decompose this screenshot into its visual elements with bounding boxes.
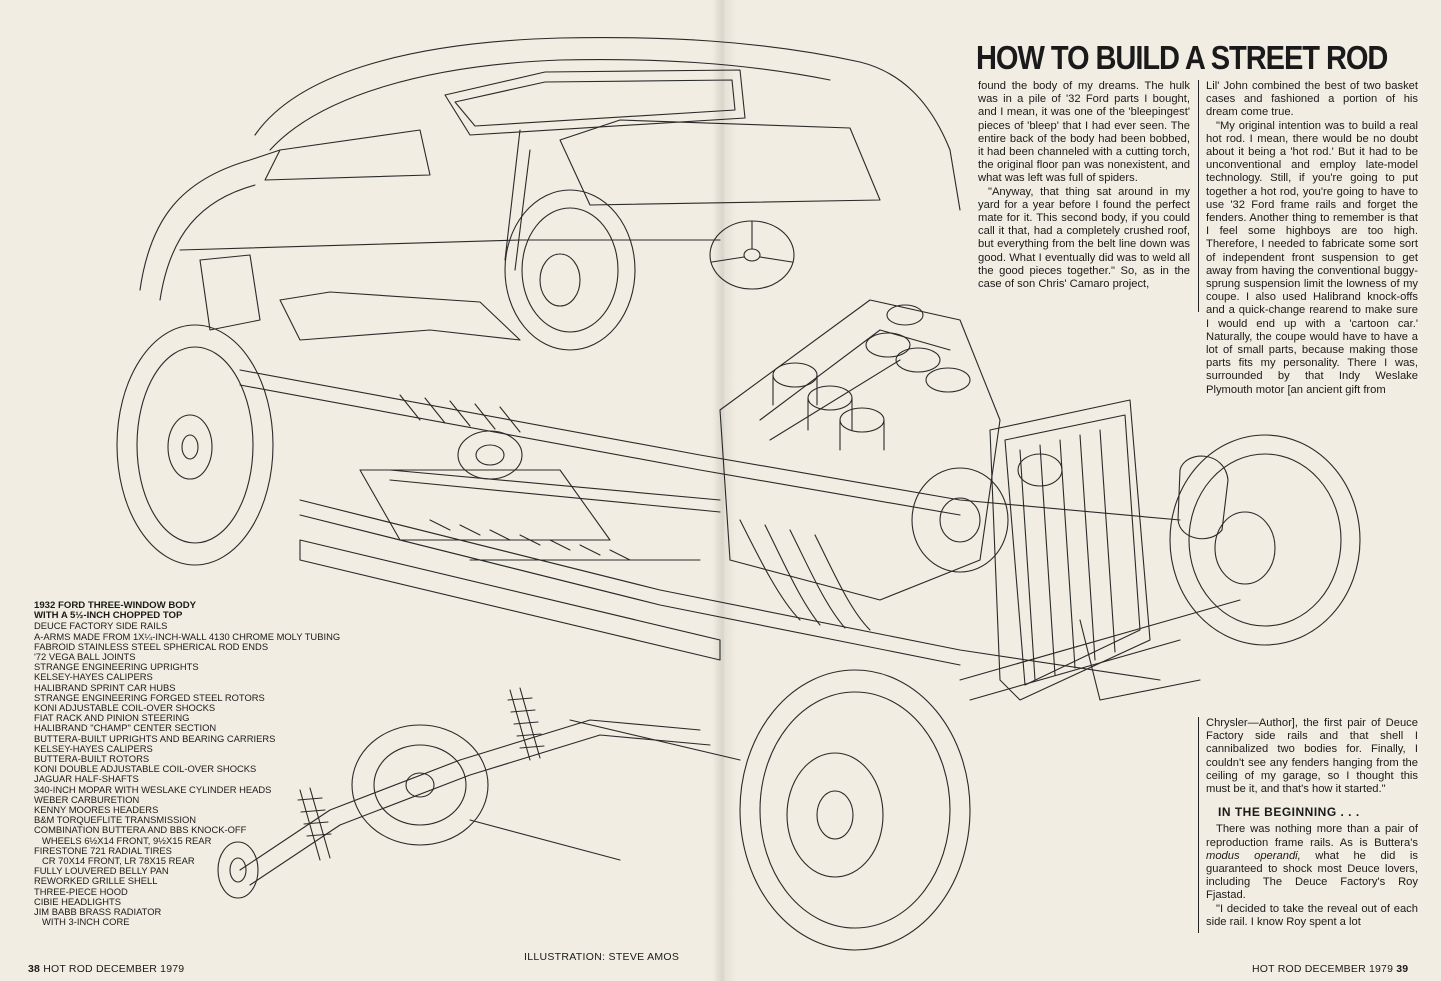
spec-list: 1932 FORD THREE-WINDOW BODY WITH A 5½-IN… xyxy=(34,600,374,928)
body-rear xyxy=(139,149,281,291)
trailing-link xyxy=(469,719,741,861)
rear-hub xyxy=(217,841,259,899)
spec-item: A-ARMS MADE FROM 1X¼-INCH-WALL 4130 CHRO… xyxy=(34,630,341,642)
fan-pulley xyxy=(911,467,1009,573)
spec-item: WEBER CARBURETION xyxy=(34,793,140,805)
body-rear-2 xyxy=(159,184,256,301)
grille-shell xyxy=(989,399,1151,701)
engine-block xyxy=(719,299,1001,601)
door-pillar xyxy=(504,129,531,271)
beltline xyxy=(179,239,721,251)
frame-rail-right-2 xyxy=(299,514,961,666)
spec-item: FULLY LOUVERED BELLY PAN xyxy=(34,865,169,877)
body-paragraph: "My original intention was to build a re… xyxy=(1206,119,1418,396)
spec-item: 340-INCH MOPAR WITH WESLAKE CYLINDER HEA… xyxy=(34,783,272,795)
page-gutter xyxy=(712,0,736,981)
spec-item: HALIBRAND SPRINT CAR HUBS xyxy=(34,681,176,693)
front-a-arms xyxy=(959,599,1241,701)
body-paragraph: "Anyway, that thing sat around in my yar… xyxy=(978,185,1190,291)
spec-item: '72 VEGA BALL JOINTS xyxy=(34,651,136,663)
spec-item: KONI ADJUSTABLE COIL-OVER SHOCKS xyxy=(34,702,216,714)
crossmember-2 xyxy=(359,469,611,541)
sunroof-inner xyxy=(454,79,736,127)
spec-item: DEUCE FACTORY SIDE RAILS xyxy=(34,620,168,632)
spec-item: JAGUAR HALF-SHAFTS xyxy=(34,773,139,785)
rear-axle-assembly xyxy=(239,719,701,871)
spec-item: KELSEY-HAYES CALIPERS xyxy=(34,671,153,683)
rear-window xyxy=(264,129,431,181)
spec-item: FABROID STAINLESS STEEL SPHERICAL ROD EN… xyxy=(34,640,269,652)
crossmember-1 xyxy=(279,291,521,341)
body-text: There was nothing more than a pair of re… xyxy=(1206,823,1418,849)
frame-rail-left-2 xyxy=(239,384,961,516)
body-column-2: Lil' John combined the best of two baske… xyxy=(1206,80,1418,397)
spec-item: COMBINATION BUTTERA AND BBS KNOCK-OFF xyxy=(34,824,247,836)
body-column-3: Chrysler—Author], the first pair of Deuc… xyxy=(1206,717,1418,929)
carburetor-1 xyxy=(772,362,818,388)
spec-item: BUTTERA-BUILT UPRIGHTS AND BEARING CARRI… xyxy=(34,732,276,744)
spec-title: WITH A 5½-INCH CHOPPED TOP xyxy=(34,610,183,622)
spec-item: HALIBRAND "CHAMP" CENTER SECTION xyxy=(34,722,217,734)
column-rule xyxy=(1198,80,1199,312)
headlight xyxy=(1177,455,1229,540)
front-wheel-far xyxy=(1169,434,1361,646)
spec-item: BUTTERA-BUILT ROTORS xyxy=(34,753,150,765)
body-text-italic: modus operandi, xyxy=(1206,849,1301,862)
rear-center-section xyxy=(351,724,489,846)
article-headline: HOW TO BUILD A STREET ROD xyxy=(976,39,1388,76)
rear-wheel-far xyxy=(504,189,636,351)
frame-rail-right xyxy=(299,499,1161,681)
body-roofline-inner xyxy=(269,58,831,151)
spec-item: STRANGE ENGINEERING UPRIGHTS xyxy=(34,661,199,673)
body-paragraph: Lil' John combined the best of two baske… xyxy=(1206,80,1418,119)
spec-item: KONI DOUBLE ADJUSTABLE COIL-OVER SHOCKS xyxy=(34,763,257,775)
section-subhead: IN THE BEGINNING . . . xyxy=(1218,805,1360,820)
spec-item: FIRESTONE 721 RADIAL TIRES xyxy=(34,844,172,856)
folio-left: 38 HOT ROD DECEMBER 1979 xyxy=(28,963,184,975)
belly-pan xyxy=(299,539,721,661)
spec-item: KELSEY-HAYES CALIPERS xyxy=(34,742,153,754)
spec-item: REWORKED GRILLE SHELL xyxy=(34,875,158,887)
body-paragraph: There was nothing more than a pair of re… xyxy=(1206,823,1418,902)
spec-item: FIAT RACK AND PINION STEERING xyxy=(34,712,190,724)
column-rule xyxy=(1198,717,1199,933)
front-wheel-near xyxy=(739,669,971,951)
differential xyxy=(457,430,523,480)
illustration-credit: ILLUSTRATION: STEVE AMOS xyxy=(524,951,680,963)
spec-item: CIBIE HEADLIGHTS xyxy=(34,895,121,907)
body-text: what he did is guaranteed to shock most … xyxy=(1206,849,1418,902)
body-roofline xyxy=(254,37,961,211)
spec-item: STRANGE ENGINEERING FORGED STEEL ROTORS xyxy=(34,691,265,703)
spec-title: 1932 FORD THREE-WINDOW BODY xyxy=(34,600,197,611)
body-paragraph: "I decided to take the reveal out of eac… xyxy=(1206,902,1418,928)
seat-back xyxy=(199,254,261,331)
body-paragraph: Chrysler—Author], the first pair of Deuc… xyxy=(1206,717,1418,796)
exhaust-headers xyxy=(739,519,871,631)
spec-item: THREE-PIECE HOOD xyxy=(34,885,128,897)
page-number: 38 xyxy=(28,963,41,975)
spec-item: B&M TORQUEFLITE TRANSMISSION xyxy=(34,814,197,826)
page-number: 39 xyxy=(1396,963,1409,975)
drive-shaft xyxy=(389,469,721,501)
side-window xyxy=(559,119,881,206)
sunroof xyxy=(444,69,746,136)
folio-right: HOT ROD DECEMBER 1979 39 xyxy=(1252,963,1408,975)
frame-rail-left xyxy=(239,369,1181,521)
body-paragraph: found the body of my dreams. The hulk wa… xyxy=(978,80,1190,185)
spec-item: WHEELS 6½X14 FRONT, 9½X15 REAR xyxy=(42,834,212,846)
louvers xyxy=(399,394,631,561)
spec-item: JIM BABB BRASS RADIATOR xyxy=(34,906,162,918)
spec-item: KENNY MOORES HEADERS xyxy=(34,804,159,816)
rear-wheel-left xyxy=(116,324,274,566)
folio-text: HOT ROD DECEMBER 1979 xyxy=(1252,963,1394,975)
body-column-1: found the body of my dreams. The hulk wa… xyxy=(978,80,1190,291)
folio-text: HOT ROD DECEMBER 1979 xyxy=(43,963,185,975)
spec-item: WITH 3-INCH CORE xyxy=(42,916,130,928)
spec-item: CR 70X14 FRONT, LR 78X15 REAR xyxy=(42,855,195,867)
